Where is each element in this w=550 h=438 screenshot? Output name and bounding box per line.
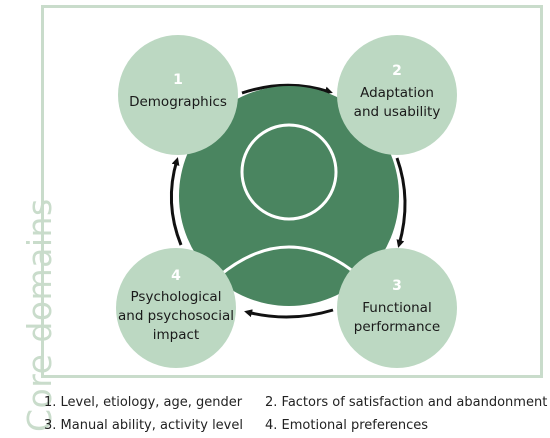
domain-2: 2 Adaptation and usability — [337, 35, 457, 155]
domain-2-label-line1: Adaptation — [360, 85, 434, 101]
domain-1: 1 Demographics — [118, 35, 238, 155]
domain-2-label-line2: and usability — [354, 104, 441, 120]
diagram-frame — [41, 5, 543, 378]
arrow-3-to-4 — [244, 308, 334, 319]
domain-1-label: Demographics — [129, 94, 227, 110]
legend-item-2: 2. Factors of satisfaction and abandonme… — [265, 395, 548, 410]
domain-4-number: 4 — [171, 268, 181, 284]
arrow-2-to-3 — [395, 157, 407, 248]
domain-4-label-line3: impact — [153, 327, 199, 343]
domain-4-label-line1: Psychological — [131, 289, 222, 305]
domain-3-number: 3 — [392, 278, 402, 294]
legend-item-1: 1. Level, etiology, age, gender — [44, 395, 243, 410]
person-icon — [179, 86, 399, 306]
domain-2-number: 2 — [392, 63, 402, 79]
arrow-1-to-2 — [241, 83, 333, 95]
domain-1-number: 1 — [173, 72, 183, 88]
domain-3-label-line2: performance — [354, 319, 440, 335]
domain-3-label-line1: Functional — [362, 300, 431, 316]
legend-item-4: 4. Emotional preferences — [265, 418, 429, 433]
legend-item-3: 3. Manual ability, activity level — [44, 418, 243, 433]
domain-4-label-line2: and psychosocial — [118, 308, 234, 324]
domain-3: 3 Functional performance — [337, 248, 457, 368]
domain-4: 4 Psychological and psychosocial impact — [116, 248, 236, 368]
arrow-4-to-1 — [169, 157, 183, 246]
